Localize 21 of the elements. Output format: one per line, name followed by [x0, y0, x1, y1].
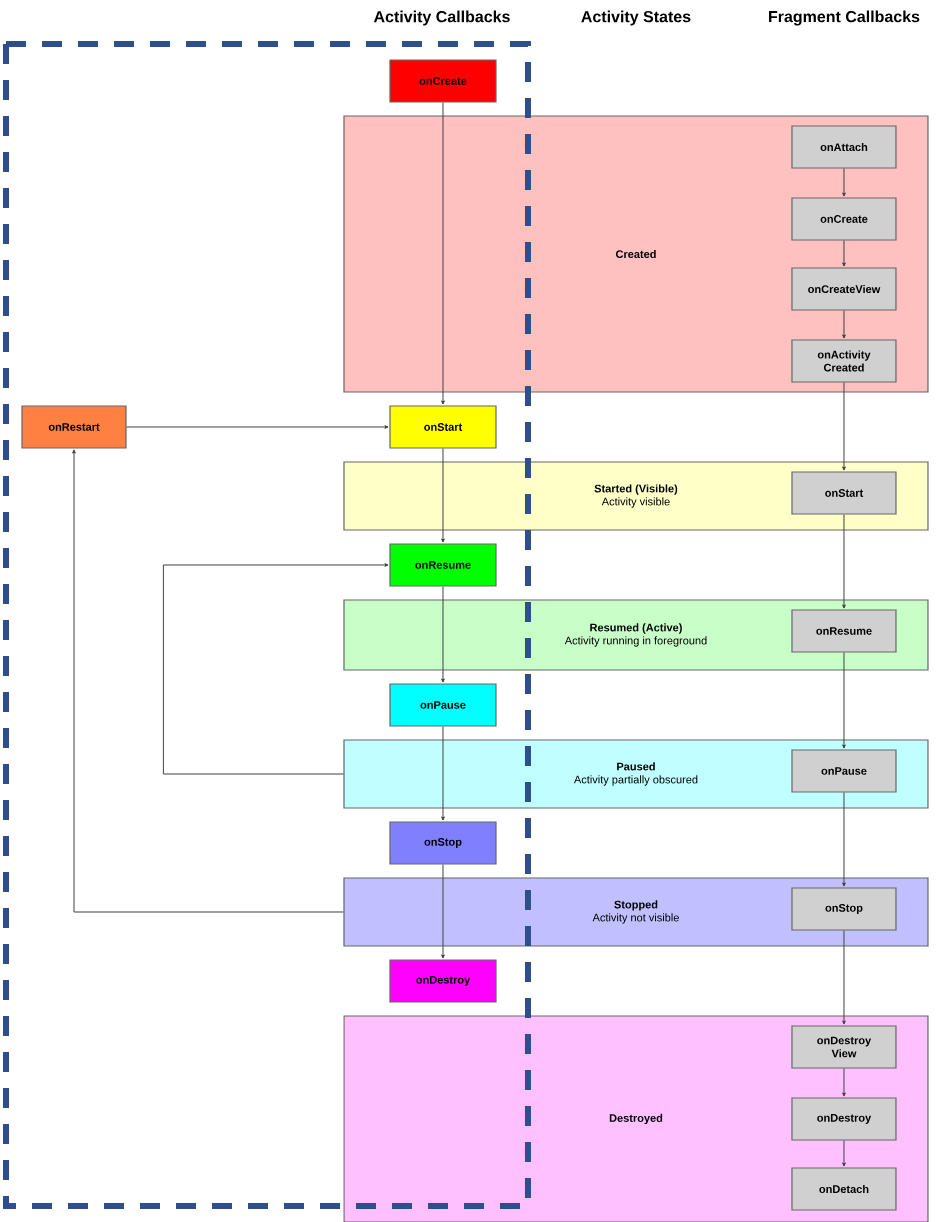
arrow: [842, 310, 846, 339]
column-heading: Activity Callbacks: [373, 10, 510, 26]
arrow: [842, 1068, 846, 1097]
column-heading: Activity States: [581, 10, 691, 26]
arrow: [842, 382, 846, 471]
arrow: [72, 449, 344, 913]
arrow: [441, 864, 445, 959]
arrow: [842, 792, 846, 887]
arrow: [842, 168, 846, 197]
arrow: [441, 726, 445, 821]
column-heading: Fragment Callbacks: [769, 10, 920, 26]
arrow: [842, 652, 846, 749]
arrow: [842, 240, 846, 267]
arrow: [162, 563, 389, 775]
arrow: [842, 1140, 846, 1167]
arrow: [842, 514, 846, 609]
arrow: [441, 102, 445, 405]
arrow: [441, 448, 445, 543]
arrow: [441, 586, 445, 683]
arrow: [126, 425, 389, 429]
arrow: [842, 930, 846, 1025]
